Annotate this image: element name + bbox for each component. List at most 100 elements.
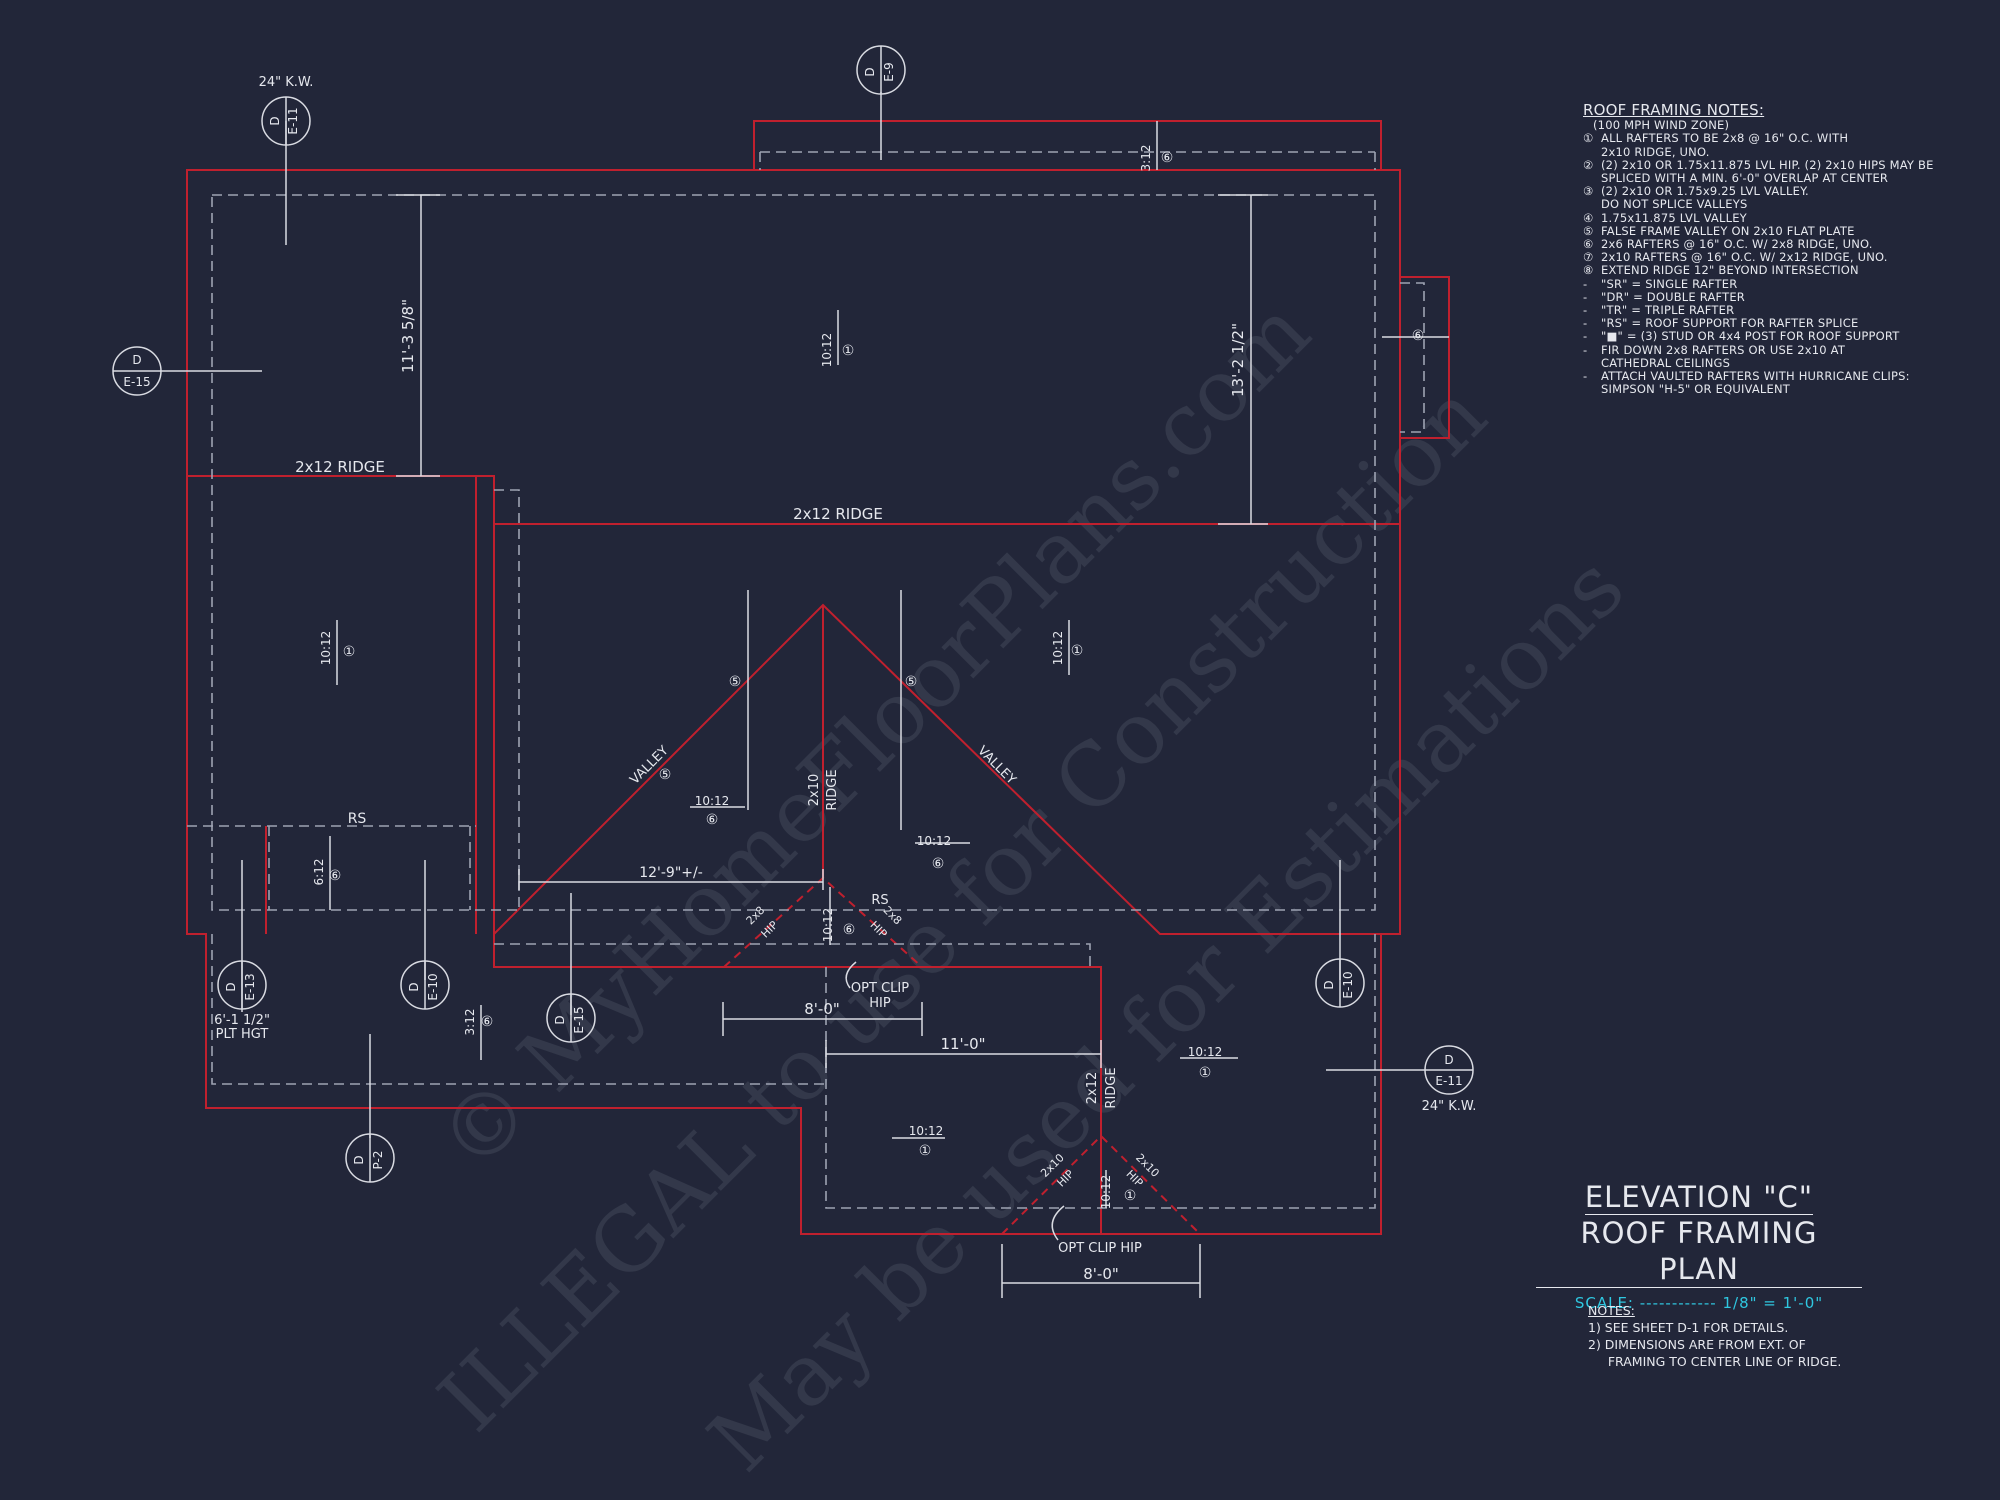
note-key: - xyxy=(1583,303,1588,318)
ridge-label: RIDGE xyxy=(825,769,840,810)
callout-sheet: E-10 xyxy=(426,973,440,1000)
callout-e11-right[interactable]: D E-11 24" K.W. xyxy=(1422,1045,1477,1114)
pitch-labels: 3:12 10:12 10:12 10:12 10:12 10:12 6:12 … xyxy=(312,145,1222,1210)
pitch-text: 6:12 xyxy=(312,859,326,886)
ridge-label: 2x10 xyxy=(807,774,822,807)
note-text: 2x6 RAFTERS @ 16" O.C. W/ 2x8 RIDGE, UNO… xyxy=(1601,237,1873,252)
dimension-text: 8'-0" xyxy=(1083,1265,1119,1283)
rafter-tag: ⑥ xyxy=(1412,328,1425,344)
opt-clip-hip-label: OPT CLIP HIP xyxy=(1058,1241,1142,1256)
note-text: "SR" = SINGLE RAFTER xyxy=(1601,276,1738,291)
note-key: - xyxy=(1583,342,1588,357)
callout-p2[interactable]: D P-2 xyxy=(345,1133,395,1183)
opt-clip-hip-label: HIP xyxy=(869,996,891,1011)
callout-letter: D xyxy=(268,116,282,125)
note-row: 2x10 RIDGE, UNO. xyxy=(1583,145,1983,159)
note-row: ⑥ 2x6 RAFTERS @ 16" O.C. W/ 2x8 RIDGE, UN… xyxy=(1583,237,1983,252)
callout-letter: D xyxy=(553,1015,567,1024)
note-key xyxy=(1583,146,1601,159)
callout-note: 24" K.W. xyxy=(1422,1099,1477,1114)
rafter-tag: ① xyxy=(343,644,356,660)
note-text: "RS" = ROOF SUPPORT FOR RAFTER SPLICE xyxy=(1601,316,1859,331)
pitch-text: 3:12 xyxy=(463,1009,477,1036)
note-row: ③(2) 2x10 OR 1.75x9.25 LVL VALLEY. xyxy=(1583,185,1983,198)
note-key: ⑤ xyxy=(1583,223,1594,238)
notes-heading: ROOF FRAMING NOTES: xyxy=(1583,101,1765,119)
note-row: SIMPSON "H-5" OR EQUIVALENT xyxy=(1583,383,1983,396)
dimension-text: 12'-9"+/- xyxy=(639,865,703,881)
rafter-tag: ① xyxy=(842,343,855,359)
note-text: 2x10 RAFTERS @ 16" O.C. W/ 2x12 RIDGE, U… xyxy=(1601,250,1888,265)
hip-label: HIP xyxy=(1123,1168,1145,1190)
note-key: - xyxy=(1583,329,1588,344)
note-row: DO NOT SPLICE VALLEYS xyxy=(1583,198,1983,211)
callout-letter: D xyxy=(1444,1053,1453,1067)
roof-outline xyxy=(186,120,1450,1235)
note-key: ⑥ xyxy=(1583,237,1594,252)
roof-framing-notes: ROOF FRAMING NOTES: (100 MPH WIND ZONE) … xyxy=(1583,101,1983,396)
hip-label: HIP xyxy=(759,918,781,940)
callout-sheet: E-15 xyxy=(572,1006,586,1033)
note-row: -"RS" = ROOF SUPPORT FOR RAFTER SPLICE xyxy=(1583,317,1983,330)
note-row: -ATTACH VAULTED RAFTERS WITH HURRICANE C… xyxy=(1583,369,1983,383)
ridge-label: RIDGE xyxy=(1104,1067,1119,1108)
pitch-arrows xyxy=(329,121,1449,1208)
callout-letter: D xyxy=(132,353,141,367)
note-text: EXTEND RIDGE 12" BEYOND INTERSECTION xyxy=(1601,263,1859,278)
pitch-text: 10:12 xyxy=(821,908,835,943)
dimension-text: 13'-2 1/2" xyxy=(1229,323,1247,397)
opt-clip-hip-label: OPT CLIP xyxy=(851,981,909,996)
note-text: DO NOT SPLICE VALLEYS xyxy=(1601,197,1748,212)
dimension-text: 11'-3 5/8" xyxy=(399,299,417,373)
callout-e11-top[interactable]: D E-11 24" K.W. xyxy=(259,75,314,146)
callout-note: 24" K.W. xyxy=(259,75,314,90)
general-note: FRAMING TO CENTER LINE OF RIDGE. xyxy=(1588,1354,1842,1369)
note-text: FALSE FRAME VALLEY ON 2x10 FLAT PLATE xyxy=(1601,223,1855,238)
clip-hip-leader xyxy=(1051,1205,1065,1241)
callout-e13[interactable]: D E-13 6'-1 1/2" PLT HGT xyxy=(214,960,270,1042)
drawing-scale: SCALE: ------------ 1/8" = 1'-0" xyxy=(1574,1294,1824,1312)
note-text: SIMPSON "H-5" OR EQUIVALENT xyxy=(1601,382,1791,397)
note-key: - xyxy=(1583,316,1588,331)
drawing-title-plan: ROOF FRAMING PLAN xyxy=(1536,1215,1862,1288)
note-text: FIR DOWN 2x8 RAFTERS OR USE 2x10 AT xyxy=(1601,342,1846,357)
callout-e15-mid[interactable]: D E-15 xyxy=(546,993,596,1043)
note-text: CATHEDRAL CEILINGS xyxy=(1601,355,1731,370)
callout-letter: D xyxy=(407,982,421,991)
callout-leaders xyxy=(160,92,1425,1138)
note-row: -"SR" = SINGLE RAFTER xyxy=(1583,276,1983,291)
rafter-tag: ① xyxy=(919,1143,932,1159)
note-row: -"■" = (3) STUD OR 4x4 POST FOR ROOF SUP… xyxy=(1583,330,1983,343)
callout-e15-left[interactable]: D E-15 xyxy=(112,346,162,396)
callout-sheet: E-11 xyxy=(1435,1074,1462,1088)
note-text: 1.75x11.875 LVL VALLEY xyxy=(1601,210,1747,225)
callout-sheet: E-11 xyxy=(286,107,300,134)
rafter-tag: ⑥ xyxy=(932,856,945,872)
callout-letter: D xyxy=(1322,980,1336,989)
dimension-labels: 11'-3 5/8" 13'-2 1/2" 12'-9"+/- 8'-0" 11… xyxy=(399,299,1247,1283)
callout-e9[interactable]: D E-9 xyxy=(856,45,906,95)
drawing-title-elevation: ELEVATION "C" xyxy=(1584,1180,1814,1215)
note-key: - xyxy=(1583,289,1588,304)
note-text: "TR" = TRIPLE RAFTER xyxy=(1601,303,1735,318)
callout-sheet: E-10 xyxy=(1341,971,1355,998)
note-row: -"DR" = DOUBLE RAFTER xyxy=(1583,289,1983,304)
rafter-tag: ① xyxy=(1124,1188,1137,1204)
hip-label: HIP xyxy=(1055,1167,1077,1189)
pitch-text: 10:12 xyxy=(1051,631,1065,666)
callout-letter: D xyxy=(352,1155,366,1164)
pitch-text: 10:12 xyxy=(319,631,333,666)
callout-sheet: E-9 xyxy=(882,62,896,82)
callout-e10-left[interactable]: D E-10 xyxy=(400,960,450,1010)
pitch-text: 10:12 xyxy=(909,1124,944,1138)
pitch-text: 10:12 xyxy=(917,834,952,848)
callout-e10-right[interactable]: D E-10 xyxy=(1315,958,1365,1008)
pitch-text: 10:12 xyxy=(1099,1175,1113,1210)
valley-label: VALLEY xyxy=(974,743,1018,787)
callout-sheet: P-2 xyxy=(371,1151,385,1170)
